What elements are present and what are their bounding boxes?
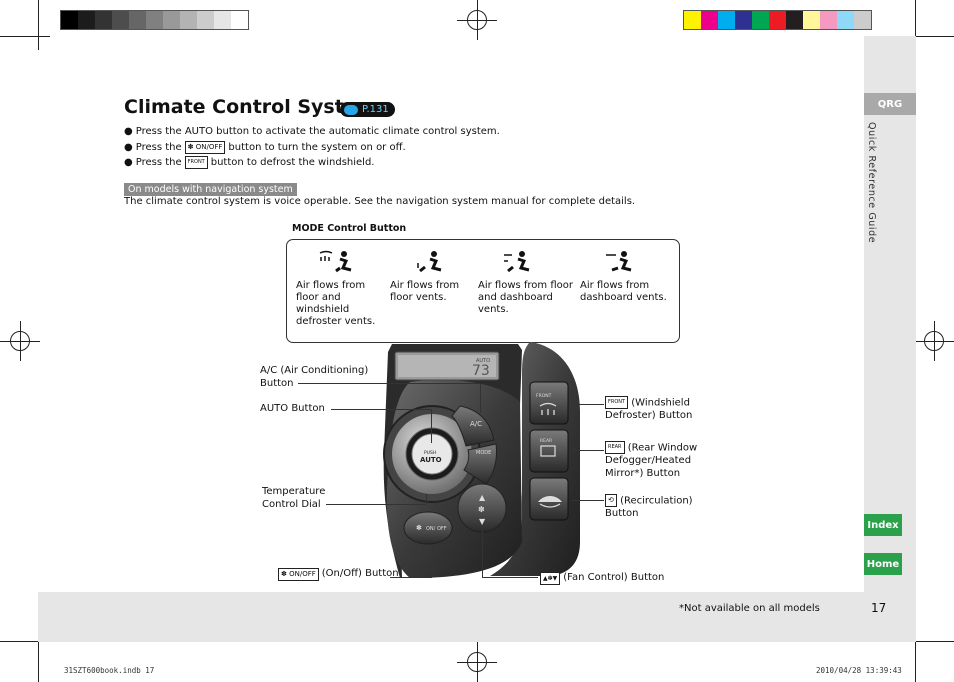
- callout-onoff: ✽ ON/OFF (On/Off) Button: [278, 568, 399, 581]
- leader-temp: [326, 504, 426, 505]
- bottom-band: [38, 592, 916, 642]
- callout-rear: REAR (Rear Window Defogger/Heated Mirror…: [605, 441, 715, 480]
- list-item: ● Press the ✽ ON/OFF button to turn the …: [124, 140, 500, 156]
- registration-mark-left: [0, 321, 40, 361]
- bullet-dot: ●: [124, 140, 133, 156]
- mode-item-text: Air flows from floor and windshield defr…: [296, 280, 388, 328]
- leader-fan: [482, 577, 538, 578]
- bullet-text: Press the AUTO button to activate the au…: [136, 124, 500, 140]
- tab-home[interactable]: Home: [864, 553, 902, 575]
- on-off-button-icon: ✽ ON/OFF: [185, 141, 226, 154]
- mode-item-text: Air flows from dashboard vents.: [580, 280, 676, 304]
- bullet-dot: ●: [124, 155, 133, 171]
- bullet-list: ● Press the AUTO button to activate the …: [124, 124, 500, 171]
- bullet-text: button to turn the system on or off.: [228, 140, 405, 156]
- grayscale-bar: [60, 10, 249, 30]
- callout-onoff-text: (On/Off) Button: [322, 568, 399, 581]
- color-bar: [683, 10, 872, 30]
- leader-ac: [298, 383, 480, 384]
- callout-temp: Temperature Control Dial: [262, 486, 334, 511]
- callout-auto: AUTO Button: [260, 403, 325, 416]
- svg-text:✽: ✽: [416, 524, 422, 532]
- leader-windshield: [572, 404, 604, 405]
- mode-item-floor: Air flows from floor vents.: [390, 248, 474, 304]
- page-ref-label: P.131: [362, 102, 389, 117]
- tab-qrg[interactable]: QRG: [864, 93, 916, 115]
- mode-box: Air flows from floor and windshield defr…: [286, 239, 680, 343]
- bullet-text: Press the: [136, 140, 182, 156]
- onoff-label: ON/ OFF: [426, 526, 447, 532]
- callout-fan: ▲✽▼ (Fan Control) Button: [540, 572, 664, 585]
- rear-label: REAR: [540, 438, 552, 444]
- nav-models-tag: On models with navigation system: [124, 183, 297, 196]
- mode-item-floor-dash: Air flows from floor and dashboard vents…: [478, 248, 574, 316]
- leader-onoff: [390, 577, 432, 578]
- arrow-icon: [344, 105, 358, 115]
- callout-windshield: FRONT (Windshield Defroster) Button: [605, 396, 715, 423]
- leader-auto: [331, 409, 431, 410]
- mode-item-text: Air flows from floor and dashboard vents…: [478, 280, 574, 316]
- ac-label: A/C: [470, 420, 482, 428]
- auto-label: AUTO: [420, 456, 442, 464]
- leader-auto-v: [431, 409, 432, 443]
- list-item: ● Press the FRONT button to defrost the …: [124, 155, 500, 171]
- leader-ac-v: [480, 383, 481, 413]
- floor-defrost-icon: [296, 248, 388, 276]
- list-item: ● Press the AUTO button to activate the …: [124, 124, 500, 140]
- bullet-text: button to defrost the windshield.: [211, 155, 375, 171]
- fan-control-button-icon: ▲✽▼: [540, 572, 560, 585]
- slug-left: 31SZT600book.indb 17: [64, 666, 154, 675]
- on-off-button-icon: ✽ ON/OFF: [278, 568, 319, 581]
- mode-heading: MODE Control Button: [292, 223, 406, 234]
- page-title: Climate Control System: [124, 96, 376, 118]
- nav-note: The climate control system is voice oper…: [124, 196, 635, 207]
- bullet-dot: ●: [124, 124, 133, 140]
- mode-label: MODE: [476, 450, 491, 456]
- registration-mark-right: [914, 321, 954, 361]
- floor-icon: [390, 248, 474, 276]
- bullet-text: Press the: [136, 155, 182, 171]
- leader-rear: [572, 450, 604, 451]
- tab-index[interactable]: Index: [864, 514, 902, 536]
- svg-text:▲: ▲: [479, 493, 486, 502]
- front-defrost-button-icon: FRONT: [605, 396, 628, 409]
- dash-icon: [580, 248, 676, 276]
- rear-defrost-button-icon: REAR: [605, 441, 625, 454]
- footnote: *Not available on all models: [679, 603, 820, 614]
- mode-item-text: Air flows from floor vents.: [390, 280, 474, 304]
- svg-text:▼: ▼: [479, 517, 486, 526]
- leader-fan-v: [482, 530, 483, 577]
- display-temp: 73: [472, 363, 490, 379]
- front-defrost-button-icon: FRONT: [185, 156, 208, 169]
- callout-ac: A/C (Air Conditioning) Button: [260, 365, 390, 390]
- leader-recirc: [572, 500, 604, 501]
- registration-mark-top: [457, 0, 497, 40]
- climate-control-panel: AUTO 73 PUSH AUTO A/C MODE ▲ ✽ ▼ ✽ ON/ O…: [370, 342, 582, 578]
- sidebar-vertical-label: Quick Reference Guide: [866, 122, 877, 243]
- floor-dash-icon: [478, 248, 574, 276]
- callout-fan-text: (Fan Control) Button: [563, 572, 664, 585]
- leader-onoff-v: [432, 545, 433, 577]
- recirculation-button-icon: ⟲: [605, 494, 617, 507]
- mode-item-floor-defrost: Air flows from floor and windshield defr…: [296, 248, 388, 328]
- slug-right: 2010/04/28 13:39:43: [816, 666, 902, 675]
- registration-mark-bottom: [457, 642, 497, 682]
- side-strip: [864, 36, 916, 592]
- page-ref-link[interactable]: P.131: [340, 102, 395, 117]
- leader-temp-v: [426, 494, 427, 504]
- svg-text:✽: ✽: [478, 505, 485, 514]
- page-number: 17: [871, 601, 886, 615]
- front-label: FRONT: [536, 393, 552, 399]
- callout-recirc: ⟲ (Recirculation) Button: [605, 494, 715, 521]
- mode-item-dash: Air flows from dashboard vents.: [580, 248, 676, 304]
